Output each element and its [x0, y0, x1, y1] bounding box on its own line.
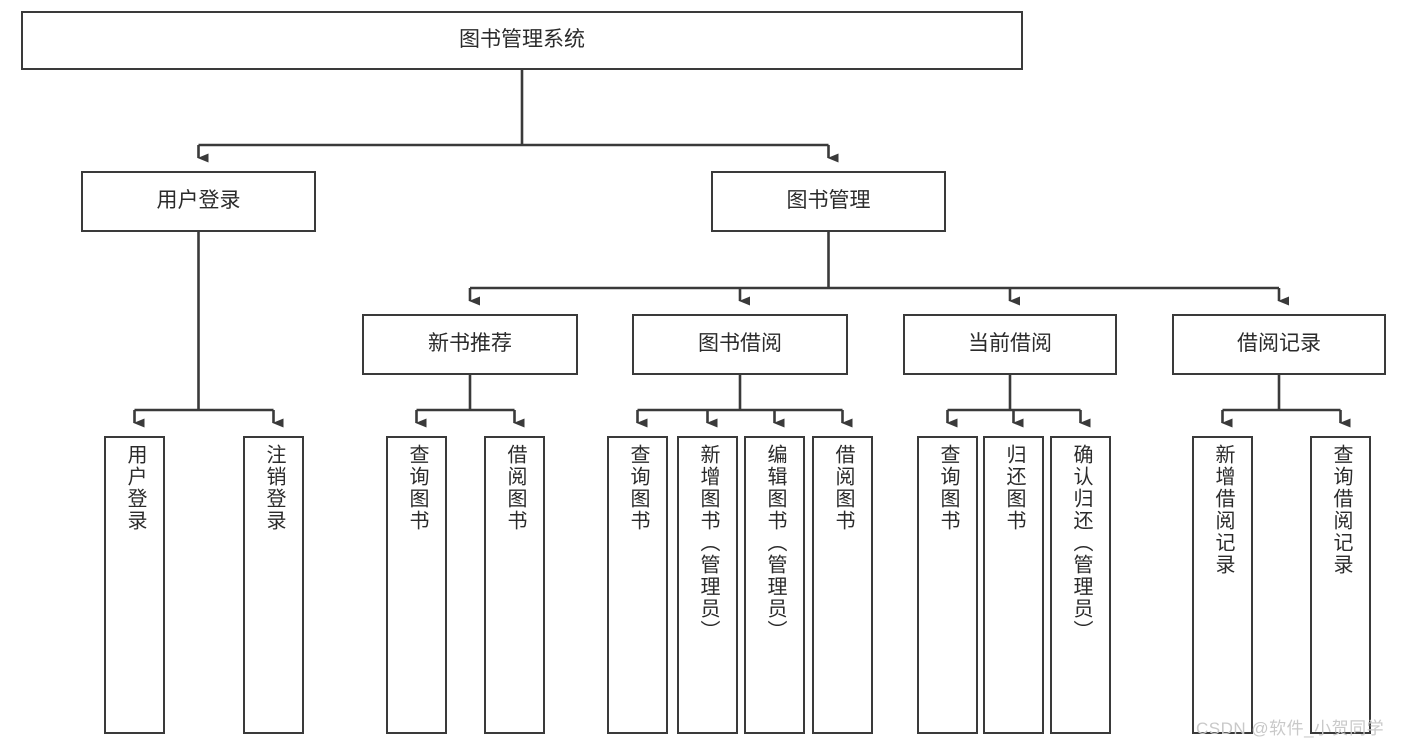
node-label: 用户登录 [124, 444, 146, 532]
node-label: 注销登录 [263, 444, 285, 532]
node-label: 借阅图书 [504, 444, 526, 532]
node-book-manage[interactable]: 图书管理 [711, 171, 946, 232]
node-leaf-borrow-edit-book[interactable]: 编辑图书（管理员） [744, 436, 805, 734]
node-leaf-borrow-borrow-book[interactable]: 借阅图书 [812, 436, 873, 734]
node-label: 新书推荐 [428, 332, 512, 356]
node-current-borrow[interactable]: 当前借阅 [903, 314, 1117, 375]
node-label: 新增借阅记录 [1212, 444, 1234, 576]
node-label: 查询图书 [406, 444, 428, 532]
node-label: 当前借阅 [968, 332, 1052, 356]
node-book-borrow[interactable]: 图书借阅 [632, 314, 848, 375]
node-leaf-rec-query-book[interactable]: 查询图书 [386, 436, 447, 734]
node-label: 借阅图书 [832, 444, 854, 532]
node-label: 归还图书 [1003, 444, 1025, 532]
node-label: 查询借阅记录 [1330, 444, 1352, 576]
node-leaf-user-login[interactable]: 用户登录 [104, 436, 165, 734]
node-label: 图书借阅 [698, 332, 782, 356]
node-user-login[interactable]: 用户登录 [81, 171, 316, 232]
node-leaf-borrow-add-book[interactable]: 新增图书（管理员） [677, 436, 738, 734]
node-leaf-borrow-query-book[interactable]: 查询图书 [607, 436, 668, 734]
node-label: 图书管理系统 [459, 28, 585, 52]
node-label: 确认归还（管理员） [1070, 444, 1092, 642]
node-new-book-rec[interactable]: 新书推荐 [362, 314, 578, 375]
node-label: 查询图书 [937, 444, 959, 532]
node-label: 编辑图书（管理员） [764, 444, 786, 642]
csdn-watermark: CSDN @软件_小贺同学 [1196, 719, 1385, 738]
node-leaf-cur-query-book[interactable]: 查询图书 [917, 436, 978, 734]
node-leaf-rec-add-record[interactable]: 新增借阅记录 [1192, 436, 1253, 734]
node-label: 用户登录 [156, 189, 241, 213]
node-borrow-record[interactable]: 借阅记录 [1172, 314, 1386, 375]
node-root[interactable]: 图书管理系统 [21, 11, 1023, 70]
node-leaf-rec-query-record[interactable]: 查询借阅记录 [1310, 436, 1371, 734]
node-leaf-user-logout[interactable]: 注销登录 [243, 436, 304, 734]
node-leaf-cur-confirm-return[interactable]: 确认归还（管理员） [1050, 436, 1111, 734]
node-leaf-rec-borrow-book[interactable]: 借阅图书 [484, 436, 545, 734]
node-label: 查询图书 [627, 444, 649, 532]
node-leaf-cur-return-book[interactable]: 归还图书 [983, 436, 1044, 734]
node-label: 借阅记录 [1237, 332, 1321, 356]
node-label: 新增图书（管理员） [697, 444, 719, 642]
node-label: 图书管理 [786, 189, 871, 213]
